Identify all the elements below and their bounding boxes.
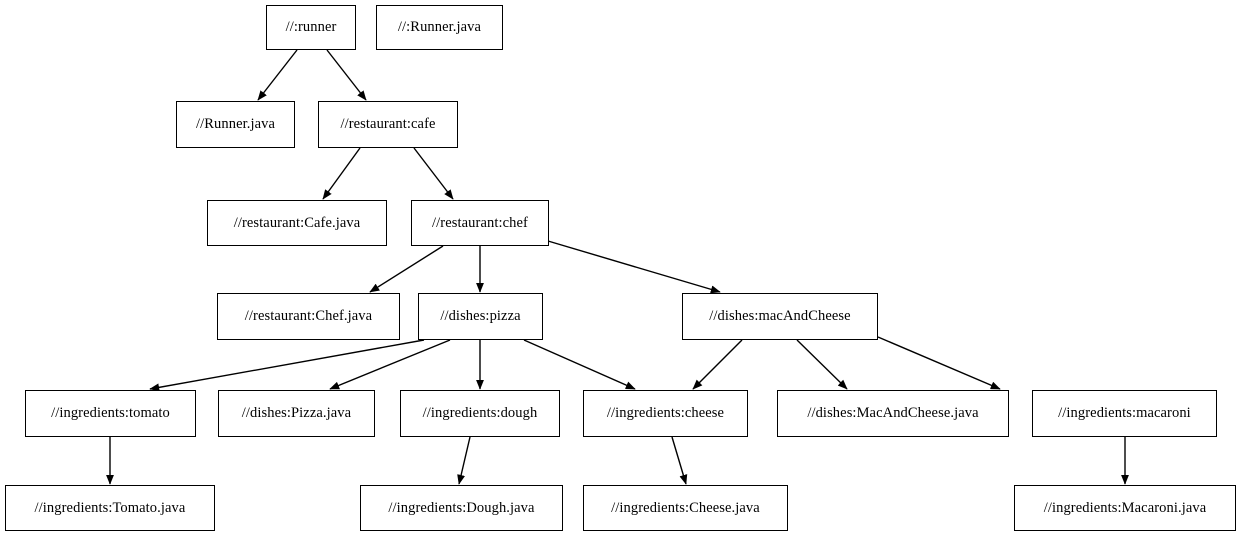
- node-label: //dishes:macAndCheese: [709, 308, 851, 325]
- node-label: //ingredients:Dough.java: [388, 499, 535, 516]
- graph-node-restaurant_chef_java[interactable]: //restaurant:Chef.java: [217, 293, 400, 340]
- graph-edge-dishes_macandcheese-to-ing_macaroni: [877, 336, 1001, 390]
- graph-edge-runner-to-restaurant_cafe: [326, 49, 367, 101]
- graph-node-ing_tomato[interactable]: //ingredients:tomato: [25, 390, 196, 437]
- graph-edge-restaurant_chef-to-dishes_macandcheese: [547, 240, 721, 294]
- graph-edge-ing_dough-to-ing_dough_java: [457, 436, 471, 485]
- node-label: //dishes:MacAndCheese.java: [807, 405, 979, 422]
- node-label: //:runner: [285, 19, 337, 36]
- graph-node-restaurant_chef[interactable]: //restaurant:chef: [411, 200, 549, 246]
- graph-edge-dishes_macandcheese-to-ing_cheese: [692, 339, 743, 390]
- node-label: //ingredients:Tomato.java: [34, 499, 186, 516]
- graph-node-ing_dough_java[interactable]: //ingredients:Dough.java: [360, 485, 563, 531]
- node-label: //restaurant:chef: [432, 214, 528, 231]
- node-label: //dishes:Pizza.java: [241, 405, 352, 422]
- graph-node-dishes_macandcheese[interactable]: //dishes:macAndCheese: [682, 293, 878, 340]
- graph-edge-restaurant_chef-to-restaurant_chef_java: [369, 245, 444, 293]
- node-label: //Runner.java: [195, 116, 276, 133]
- node-label: //ingredients:Cheese.java: [611, 499, 760, 516]
- node-label: //dishes:pizza: [440, 308, 521, 325]
- graph-node-ing_macaroni[interactable]: //ingredients:macaroni: [1032, 390, 1217, 437]
- graph-edge-restaurant_cafe-to-restaurant_chef: [413, 147, 454, 200]
- graph-edge-dishes_pizza-to-dishes_pizza_java: [329, 339, 451, 390]
- graph-node-ing_cheese[interactable]: //ingredients:cheese: [583, 390, 748, 437]
- node-label: //ingredients:cheese: [606, 405, 725, 422]
- graph-node-dishes_macandcheese_java[interactable]: //dishes:MacAndCheese.java: [777, 390, 1009, 437]
- graph-node-restaurant_cafe[interactable]: //restaurant:cafe: [318, 101, 458, 148]
- node-label: //ingredients:dough: [422, 405, 538, 422]
- node-label: //restaurant:cafe: [340, 116, 436, 133]
- graph-node-runner[interactable]: //:runner: [266, 5, 356, 50]
- node-label: //:Runner.java: [397, 19, 482, 36]
- graph-node-ing_cheese_java[interactable]: //ingredients:Cheese.java: [583, 485, 788, 531]
- node-label: //ingredients:macaroni: [1058, 405, 1191, 422]
- graph-node-ing_macaroni_java[interactable]: //ingredients:Macaroni.java: [1014, 485, 1236, 531]
- graph-node-restaurant_cafe_java[interactable]: //restaurant:Cafe.java: [207, 200, 387, 246]
- graph-edge-runner-to-runner_java: [257, 49, 298, 101]
- graph-edge-restaurant_cafe-to-restaurant_cafe_java: [322, 147, 361, 200]
- graph-node-dishes_pizza_java[interactable]: //dishes:Pizza.java: [218, 390, 375, 437]
- graph-node-root_runner_java[interactable]: //:Runner.java: [376, 5, 503, 50]
- graph-node-ing_dough[interactable]: //ingredients:dough: [400, 390, 560, 437]
- graph-edge-ing_cheese-to-ing_cheese_java: [671, 436, 688, 485]
- graph-node-dishes_pizza[interactable]: //dishes:pizza: [418, 293, 543, 340]
- node-label: //ingredients:tomato: [51, 405, 170, 422]
- graph-node-ing_tomato_java[interactable]: //ingredients:Tomato.java: [5, 485, 215, 531]
- node-label: //restaurant:Cafe.java: [233, 214, 361, 231]
- node-label: //ingredients:Macaroni.java: [1043, 499, 1207, 516]
- graph-node-runner_java[interactable]: //Runner.java: [176, 101, 295, 148]
- graph-edge-dishes_pizza-to-ing_tomato: [149, 339, 425, 392]
- graph-edge-dishes_pizza-to-ing_cheese: [523, 339, 636, 390]
- graph-edge-dishes_macandcheese-to-dishes_macandcheese_java: [796, 339, 848, 390]
- node-label: //restaurant:Chef.java: [244, 308, 373, 325]
